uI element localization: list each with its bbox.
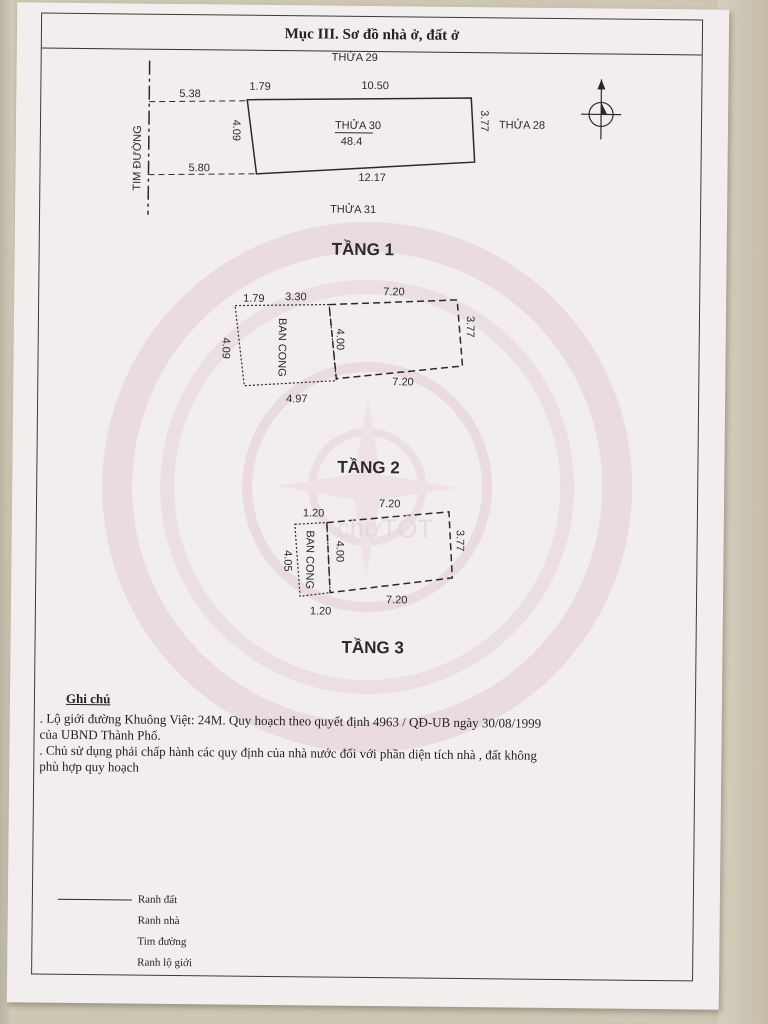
dim-left: 4.09 — [230, 120, 242, 142]
legend: Ranh đất Ranh nhà Tim đường Ranh lộ giới — [57, 893, 358, 980]
dim-right: 3.77 — [478, 110, 490, 132]
floor-2-dim-right: 3.77 — [454, 530, 466, 552]
floor-1-balcony — [234, 303, 337, 387]
dim-road-top: 5.38 — [179, 88, 201, 100]
dim-bottom: 12.17 — [358, 172, 386, 184]
legend-dashed-line — [58, 919, 132, 920]
floor-2-balcony — [294, 521, 331, 597]
thua-31-label: THỬA 31 — [330, 203, 376, 216]
floor-1-dim-top-left: 1.79 — [243, 293, 265, 305]
floor-2-dim-bottom-left: 1.20 — [310, 605, 332, 617]
legend-solid-line — [57, 898, 132, 901]
floor-2-dim-left: 4.05 — [281, 550, 293, 572]
legend-dashdot-line — [57, 940, 131, 941]
seal-watermark — [102, 221, 633, 752]
dim-top-left: 1.79 — [249, 81, 271, 93]
document-page: Mục III. Sơ đồ nhà ở, đất ở — [6, 2, 730, 1010]
floor-1-dim-left: 4.09 — [220, 337, 232, 359]
floor-1-dim-top-right: 7.20 — [383, 286, 405, 298]
thua-30-label: THỬA 30 — [335, 119, 381, 132]
floor-3-title: TẦNG 3 — [341, 638, 404, 658]
thua-29-label: THỬA 29 — [332, 51, 378, 64]
floor-1-dim-top-mid: 3.30 — [285, 291, 307, 303]
floor-2-house — [326, 511, 454, 594]
legend-label: Ranh đất — [137, 893, 178, 907]
page-frame: Mục III. Sơ đồ nhà ở, đất ở — [31, 12, 704, 982]
legend-longdash-line — [57, 961, 131, 962]
floor-1-dim-bottom-right: 7.20 — [392, 376, 414, 388]
plot-30-outline — [246, 97, 476, 175]
floor-2-title: TẦNG 2 — [337, 458, 400, 478]
road-center-label: TIM ĐƯỜNG — [130, 125, 144, 190]
floor-1-house — [328, 299, 464, 380]
floor-1-dim-bottom: 4.97 — [286, 393, 308, 405]
floor-2-dim-top-right: 7.20 — [379, 498, 401, 510]
thua-28-label: THỬA 28 — [499, 118, 545, 131]
legend-label: Ranh lộ giới — [137, 956, 192, 970]
dim-road-bottom: 5.80 — [188, 162, 210, 174]
floor-2-dim-inner: 4.00 — [333, 541, 345, 563]
floor-1-title: TẦNG 1 — [332, 240, 395, 260]
legend-label: Tim đường — [137, 935, 187, 949]
floor-1-balcony-label: BAN CONG — [275, 318, 288, 377]
legend-item-ranh-lo-gioi: Ranh lộ giới — [57, 956, 357, 980]
legend-label: Ranh nhà — [137, 914, 180, 928]
floor-2-dim-top-left: 1.20 — [303, 507, 325, 519]
floor-1-dim-inner: 4.00 — [334, 329, 346, 351]
site-drawing: TIM ĐƯỜNG THỬA 29 THỬA 31 THỬA 28 THỬA 3… — [102, 51, 633, 752]
floor-2-watermark: chợTỐT — [337, 513, 434, 544]
road-center-line — [147, 60, 151, 215]
floor-2-balcony-label: BAN CONG — [303, 530, 316, 589]
floor-1-dim-right: 3.77 — [464, 316, 476, 338]
notes-section: Ghi chú . Lộ giới đường Khuông Việt: 24M… — [39, 691, 660, 781]
dim-top: 10.50 — [361, 80, 389, 92]
floor-2-dim-bottom-right: 7.20 — [386, 594, 408, 606]
north-arrow-icon — [581, 79, 622, 140]
plot-area: 48.4 — [341, 136, 363, 148]
